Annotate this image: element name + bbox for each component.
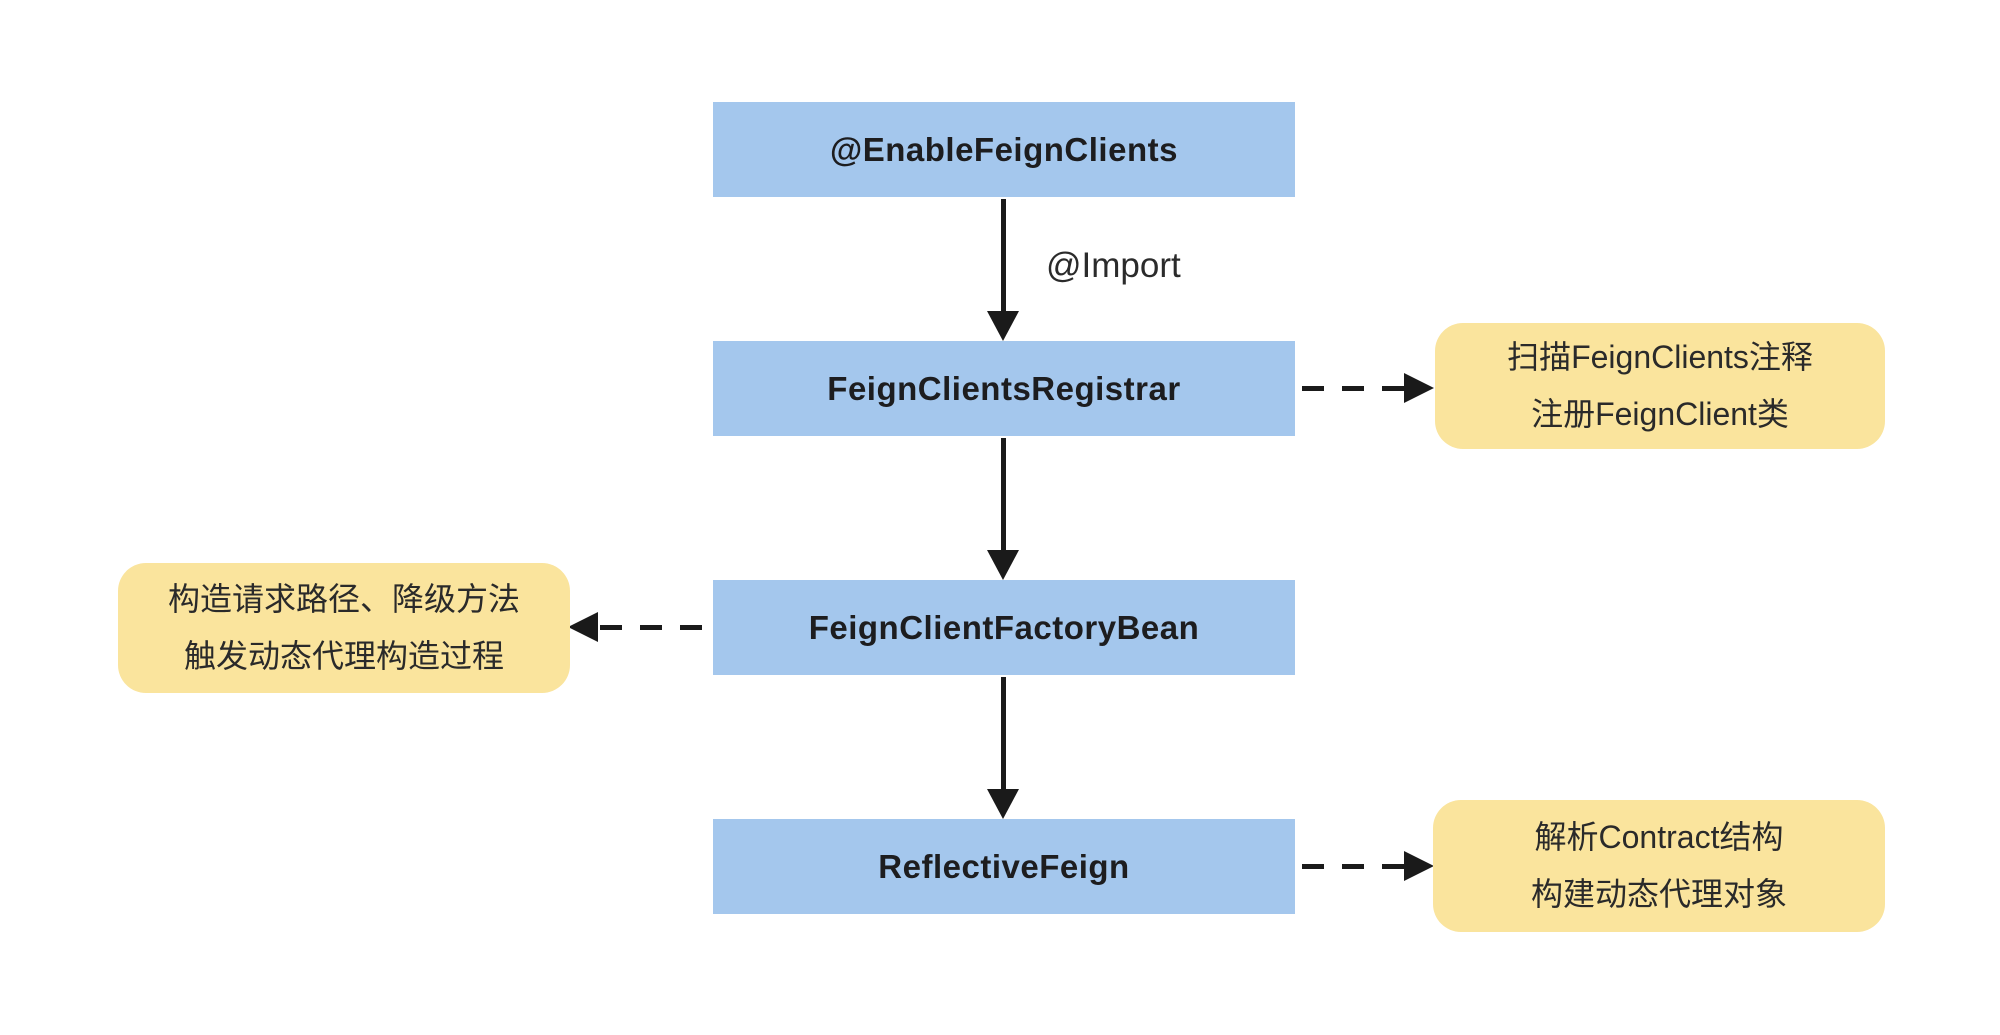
- arrow-enable-to-registrar-head-icon: [987, 311, 1019, 341]
- arrow-factory-to-reflective-head-icon: [987, 789, 1019, 819]
- node-reflective-feign: ReflectiveFeign: [713, 819, 1295, 914]
- node-label: ReflectiveFeign: [878, 847, 1130, 885]
- node-label: @EnableFeignClients: [830, 130, 1178, 168]
- dashed-arrow-registrar-to-note-head-icon: [1404, 373, 1434, 403]
- node-feign-client-factory-bean: FeignClientFactoryBean: [713, 580, 1295, 675]
- dashed-arrow-registrar-to-note-line: [1302, 386, 1406, 391]
- dashed-arrow-factory-to-note-head-icon: [568, 612, 598, 642]
- dashed-arrow-reflective-to-note-head-icon: [1404, 851, 1434, 881]
- dashed-arrow-reflective-to-note-line: [1302, 864, 1406, 869]
- note-line: 触发动态代理构造过程: [183, 638, 504, 674]
- arrow-registrar-to-factory-head-icon: [987, 550, 1019, 580]
- arrow-factory-to-reflective-line: [1001, 677, 1006, 791]
- node-label: FeignClientFactoryBean: [808, 608, 1200, 646]
- node-label: FeignClientsRegistrar: [827, 369, 1181, 407]
- note-build-request-path: 构造请求路径、降级方法 触发动态代理构造过程: [118, 563, 570, 693]
- dashed-arrow-factory-to-note-line: [600, 625, 710, 630]
- edge-label-import: @Import: [1046, 246, 1181, 285]
- note-line: 构建动态代理对象: [1530, 876, 1787, 912]
- note-line: 解析Contract结构: [1534, 819, 1784, 855]
- note-line: 构造请求路径、降级方法: [167, 581, 520, 617]
- node-enable-feign-clients: @EnableFeignClients: [713, 102, 1295, 197]
- note-line: 注册FeignClient类: [1531, 396, 1789, 432]
- arrow-registrar-to-factory-line: [1001, 438, 1006, 552]
- note-parse-contract: 解析Contract结构 构建动态代理对象: [1433, 800, 1885, 932]
- node-feign-clients-registrar: FeignClientsRegistrar: [713, 341, 1295, 436]
- arrow-enable-to-registrar-line: [1001, 199, 1006, 313]
- note-line: 扫描FeignClients注释: [1507, 339, 1813, 375]
- note-scan-feign-clients: 扫描FeignClients注释 注册FeignClient类: [1435, 323, 1885, 449]
